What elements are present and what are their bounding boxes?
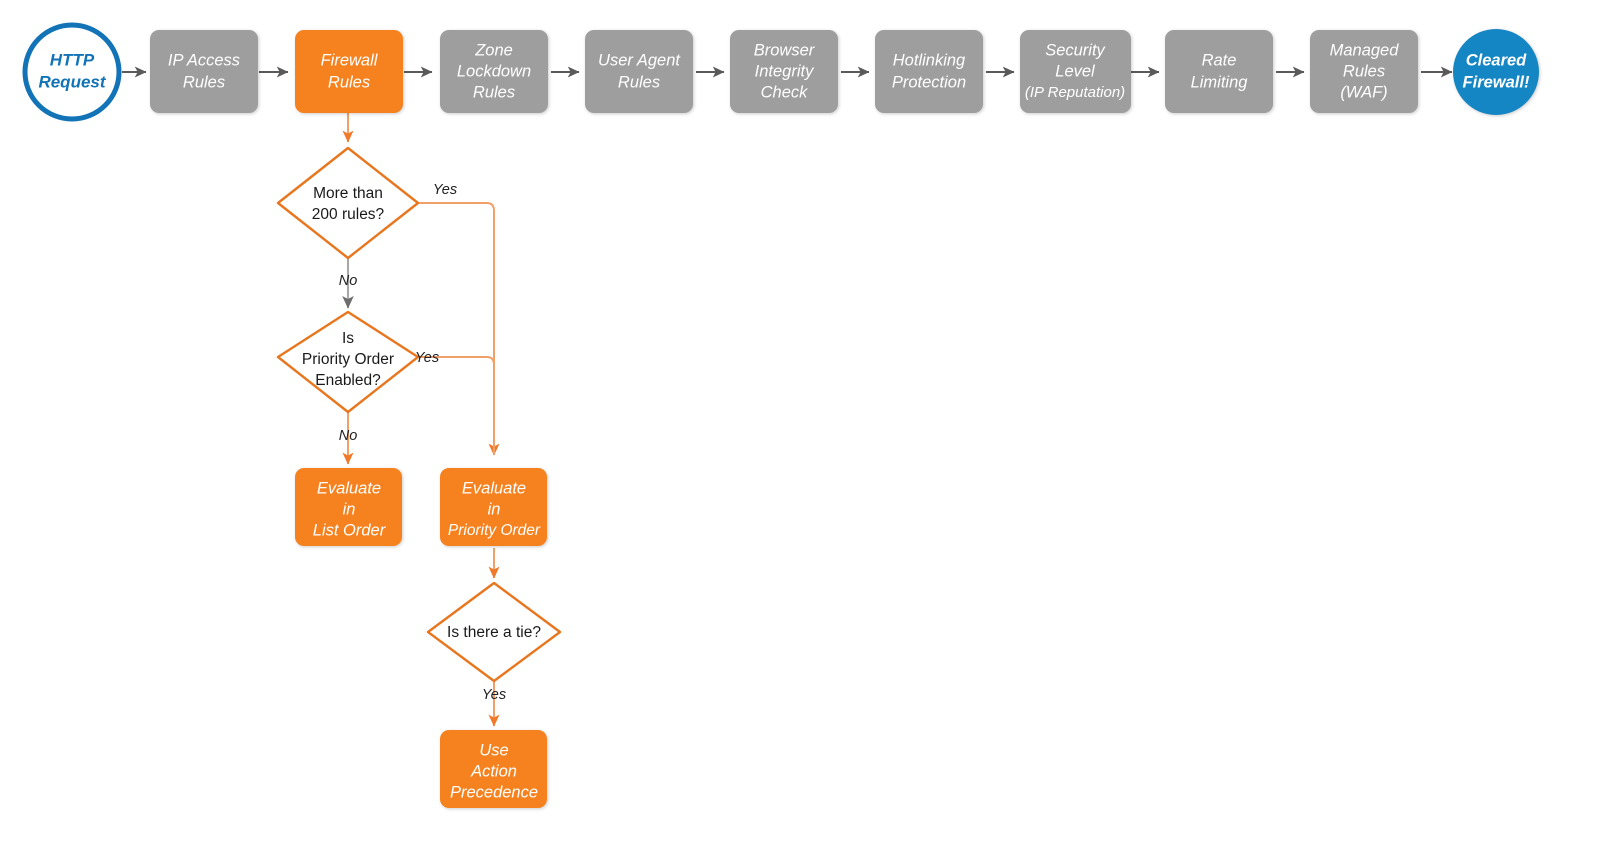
more-than-200-rules-diamond (276, 146, 420, 260)
node-ip-access-rules[interactable]: IP Access Rules (150, 30, 258, 113)
node-zone-lockdown-rules[interactable]: Zone Lockdown Rules (440, 30, 548, 113)
evaluate-in-list-order-label-line1: Evaluate (317, 479, 381, 497)
decision-is-there-a-tie[interactable]: Is there a tie? (426, 581, 562, 683)
node-hotlinking-protection[interactable]: Hotlinking Protection (875, 30, 983, 113)
node-firewall-rules[interactable]: Firewall Rules (295, 30, 403, 113)
more-than-200-rules-label-line1: More than (313, 185, 383, 202)
evaluate-in-list-order-box (295, 468, 402, 546)
cleared-firewall-label-line2: Firewall! (1463, 73, 1530, 91)
zone-lockdown-rules-box (440, 30, 548, 113)
node-rate-limiting[interactable]: Rate Limiting (1165, 30, 1273, 113)
http-request-label-line1: HTTP (50, 50, 95, 69)
connector-more-than-200-yes (418, 202, 500, 456)
firewall-rules-label-line2: Rules (328, 73, 370, 91)
node-use-action-precedence[interactable]: Use Action Precedence (440, 730, 547, 808)
rate-limiting-box (1165, 30, 1273, 113)
ip-access-rules-label-line1: IP Access (168, 51, 240, 69)
http-request-label-line2: Request (38, 72, 106, 91)
evaluate-in-priority-order-label-line1: Evaluate (462, 479, 526, 497)
edge-label-more-than-200-no: No (339, 273, 358, 289)
is-there-a-tie-diamond (426, 581, 562, 683)
zone-lockdown-rules-label-line2: Lockdown (457, 62, 531, 80)
firewall-rules-label-line1: Firewall (321, 51, 379, 69)
security-level-label-line1: Security (1045, 41, 1106, 59)
rate-limiting-label-line2: Limiting (1191, 73, 1249, 91)
browser-integrity-check-label-line1: Browser (754, 41, 816, 59)
security-level-box (1020, 30, 1131, 113)
browser-integrity-check-box (730, 30, 838, 113)
zone-lockdown-rules-label-line1: Zone (474, 41, 513, 59)
edge-label-more-than-200-yes: Yes (433, 182, 457, 198)
use-action-precedence-label-line1: Use (479, 741, 508, 759)
http-request-circle (22, 22, 122, 122)
connector-priority-order-yes (418, 356, 495, 455)
priority-order-enabled-diamond (276, 310, 420, 414)
security-level-label-line3: (IP Reputation) (1025, 84, 1125, 101)
user-agent-rules-label-line1: User Agent (598, 51, 681, 69)
priority-order-enabled-label-line3: Enabled? (315, 372, 381, 389)
node-evaluate-in-list-order[interactable]: Evaluate in List Order (295, 468, 402, 546)
hotlinking-protection-box (875, 30, 983, 113)
use-action-precedence-label-line3: Precedence (450, 783, 538, 801)
evaluate-in-list-order-label-line3: List Order (313, 521, 387, 539)
node-cleared-firewall[interactable]: Cleared Firewall! (1453, 29, 1539, 115)
node-user-agent-rules[interactable]: User Agent Rules (585, 30, 693, 113)
user-agent-rules-box (585, 30, 693, 113)
managed-rules-waf-label-line2: Rules (1343, 62, 1385, 80)
firewall-rules-box (295, 30, 403, 113)
node-browser-integrity-check[interactable]: Browser Integrity Check (730, 30, 838, 113)
zone-lockdown-rules-label-line3: Rules (473, 83, 515, 101)
hotlinking-protection-label-line2: Protection (892, 73, 966, 91)
node-evaluate-in-priority-order[interactable]: Evaluate in Priority Order (440, 468, 547, 546)
node-security-level[interactable]: Security Level (IP Reputation) (1020, 30, 1131, 113)
managed-rules-waf-label-line1: Managed (1330, 41, 1400, 59)
priority-order-enabled-label-line2: Priority Order (302, 351, 394, 368)
security-level-label-line2: Level (1055, 62, 1096, 80)
browser-integrity-check-label-line3: Check (761, 83, 809, 101)
cleared-firewall-circle (1453, 29, 1539, 115)
decision-more-than-200-rules[interactable]: More than 200 rules? (276, 146, 420, 260)
evaluate-in-list-order-label-line2: in (343, 500, 356, 518)
cleared-firewall-label-line1: Cleared (1466, 51, 1527, 69)
edge-label-priority-order-yes: Yes (415, 350, 439, 366)
rate-limiting-label-line1: Rate (1202, 51, 1237, 69)
is-there-a-tie-label-line1: Is there a tie? (447, 624, 541, 641)
evaluate-in-priority-order-box (440, 468, 547, 546)
node-http-request[interactable]: HTTP Request (22, 22, 122, 122)
evaluate-in-priority-order-label-line3: Priority Order (448, 522, 541, 539)
use-action-precedence-box (440, 730, 547, 808)
managed-rules-waf-box (1310, 30, 1418, 113)
decision-priority-order-enabled[interactable]: Is Priority Order Enabled? (276, 310, 420, 414)
ip-access-rules-label-line2: Rules (183, 73, 225, 91)
evaluate-in-priority-order-label-line2: in (488, 500, 501, 518)
user-agent-rules-label-line2: Rules (618, 73, 660, 91)
browser-integrity-check-label-line2: Integrity (755, 62, 815, 80)
ip-access-rules-box (150, 30, 258, 113)
node-managed-rules-waf[interactable]: Managed Rules (WAF) (1310, 30, 1418, 113)
decision-connectors (342, 112, 500, 727)
priority-order-enabled-label-line1: Is (342, 330, 354, 347)
more-than-200-rules-label-line2: 200 rules? (312, 206, 385, 223)
edge-label-priority-order-no: No (339, 428, 358, 444)
edge-label-is-there-a-tie-yes: Yes (482, 687, 506, 703)
use-action-precedence-label-line2: Action (470, 762, 517, 780)
managed-rules-waf-label-line3: (WAF) (1340, 83, 1387, 101)
hotlinking-protection-label-line1: Hotlinking (893, 51, 966, 69)
